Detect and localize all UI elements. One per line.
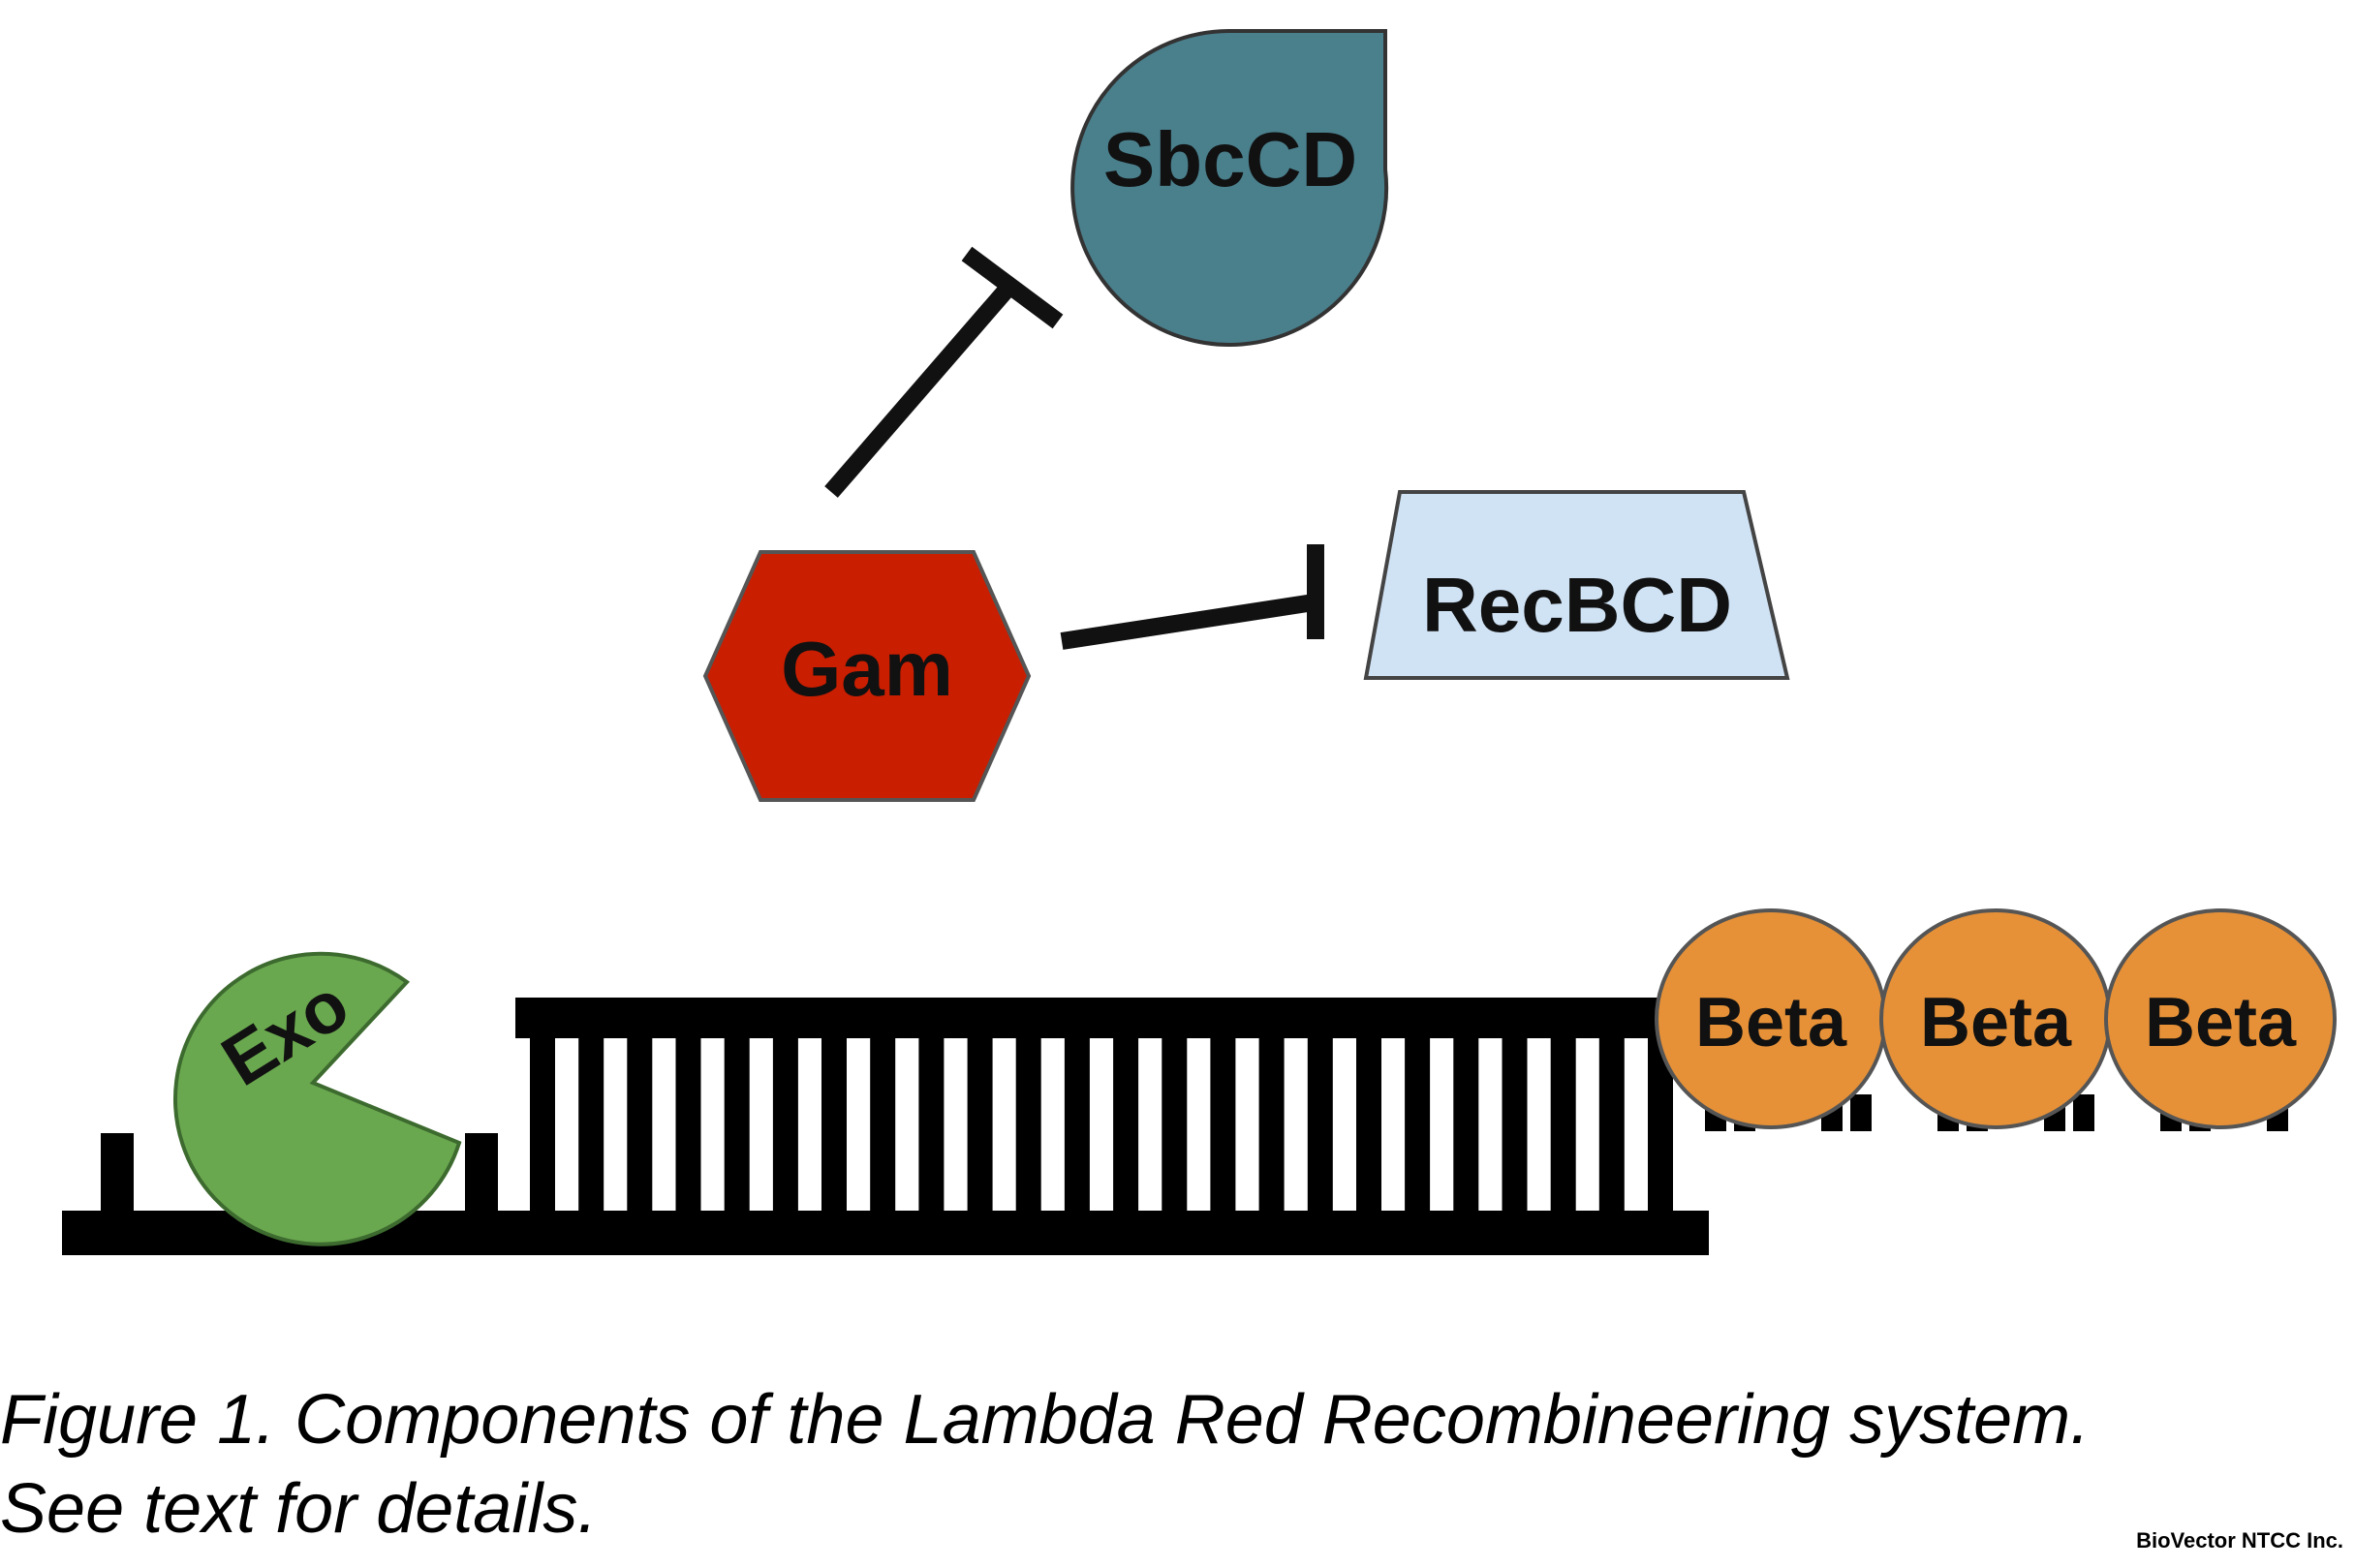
dna-base-pair (578, 1036, 604, 1213)
beta-protein: Beta (2104, 908, 2337, 1129)
beta-label: Beta (2145, 984, 2297, 1061)
inhibition-line-gam-recbcd (1060, 594, 1316, 650)
dna-base-pair (530, 1036, 555, 1213)
dna-base-pair (918, 1036, 945, 1213)
dna-overhang-stub (1850, 1094, 1872, 1131)
dna-base-pair (1405, 1036, 1431, 1213)
exo-protein: Exo (173, 951, 462, 1246)
gam-label: Gam (781, 626, 953, 712)
recbcd-shape (1363, 490, 1790, 680)
dna-ss-stub (101, 1133, 134, 1213)
inhibition-bar-gam-sbccd (961, 246, 1064, 329)
beta-protein: Beta (1655, 908, 1887, 1129)
dna-base-pair (1453, 1036, 1479, 1213)
dna-base-pair (1015, 1036, 1041, 1213)
dna-top-strand (515, 998, 1684, 1038)
dna-overhang-stub (2073, 1094, 2094, 1131)
gam-shape (702, 550, 1032, 802)
dna-base-pair (1356, 1036, 1381, 1213)
recbcd-protein: RecBCD (1363, 490, 1790, 680)
beta-protein: Beta (1879, 908, 2112, 1129)
dna-base-pair (1307, 1036, 1333, 1213)
dna-base-pair (627, 1036, 653, 1213)
dna-base-pair (821, 1036, 847, 1213)
gam-protein: Gam (702, 550, 1032, 802)
dna-base-pair (772, 1036, 798, 1213)
inhibition-arrow-gam-recbcd (1060, 544, 1324, 650)
exo-shape (173, 951, 462, 1246)
sbccd-protein: SbcCD (1070, 29, 1389, 347)
caption-line-1: Figure 1. Components of the Lambda Red R… (0, 1381, 2091, 1459)
dna-base-pair (1550, 1036, 1576, 1213)
beta-label: Beta (1695, 984, 1847, 1061)
caption-line-2: See text for details. (0, 1470, 598, 1548)
dna-base-pair (675, 1036, 701, 1213)
dna-base-pair (724, 1036, 750, 1213)
dna-base-pair (1162, 1036, 1188, 1213)
dna-base-pair (967, 1036, 993, 1213)
sbccd-shape (1070, 29, 1389, 347)
dna-base-pair (870, 1036, 896, 1213)
beta-proteins: Beta Beta Beta (1655, 908, 2337, 1129)
beta-shape (2104, 908, 2337, 1129)
dna-ss-stub (465, 1133, 498, 1213)
dna-base-pairs (530, 1036, 1673, 1213)
sbccd-label: SbcCD (1103, 116, 1357, 202)
dna-base-pair (1113, 1036, 1139, 1213)
inhibition-line-gam-sbccd (824, 283, 1014, 498)
figure-caption: Figure 1. Components of the Lambda Red R… (0, 1375, 2286, 1553)
beta-label: Beta (1920, 984, 2072, 1061)
credit-text: BioVector NTCC Inc. (2136, 1528, 2343, 1553)
inhibition-arrow-gam-sbccd (824, 246, 1064, 498)
dna-base-pair (1502, 1036, 1528, 1213)
recbcd-label: RecBCD (1422, 562, 1732, 648)
dna-base-pair (1210, 1036, 1236, 1213)
dna-base-pair (1064, 1036, 1090, 1213)
dna-base-pair (1598, 1036, 1625, 1213)
dna-base-pair (1258, 1036, 1285, 1213)
